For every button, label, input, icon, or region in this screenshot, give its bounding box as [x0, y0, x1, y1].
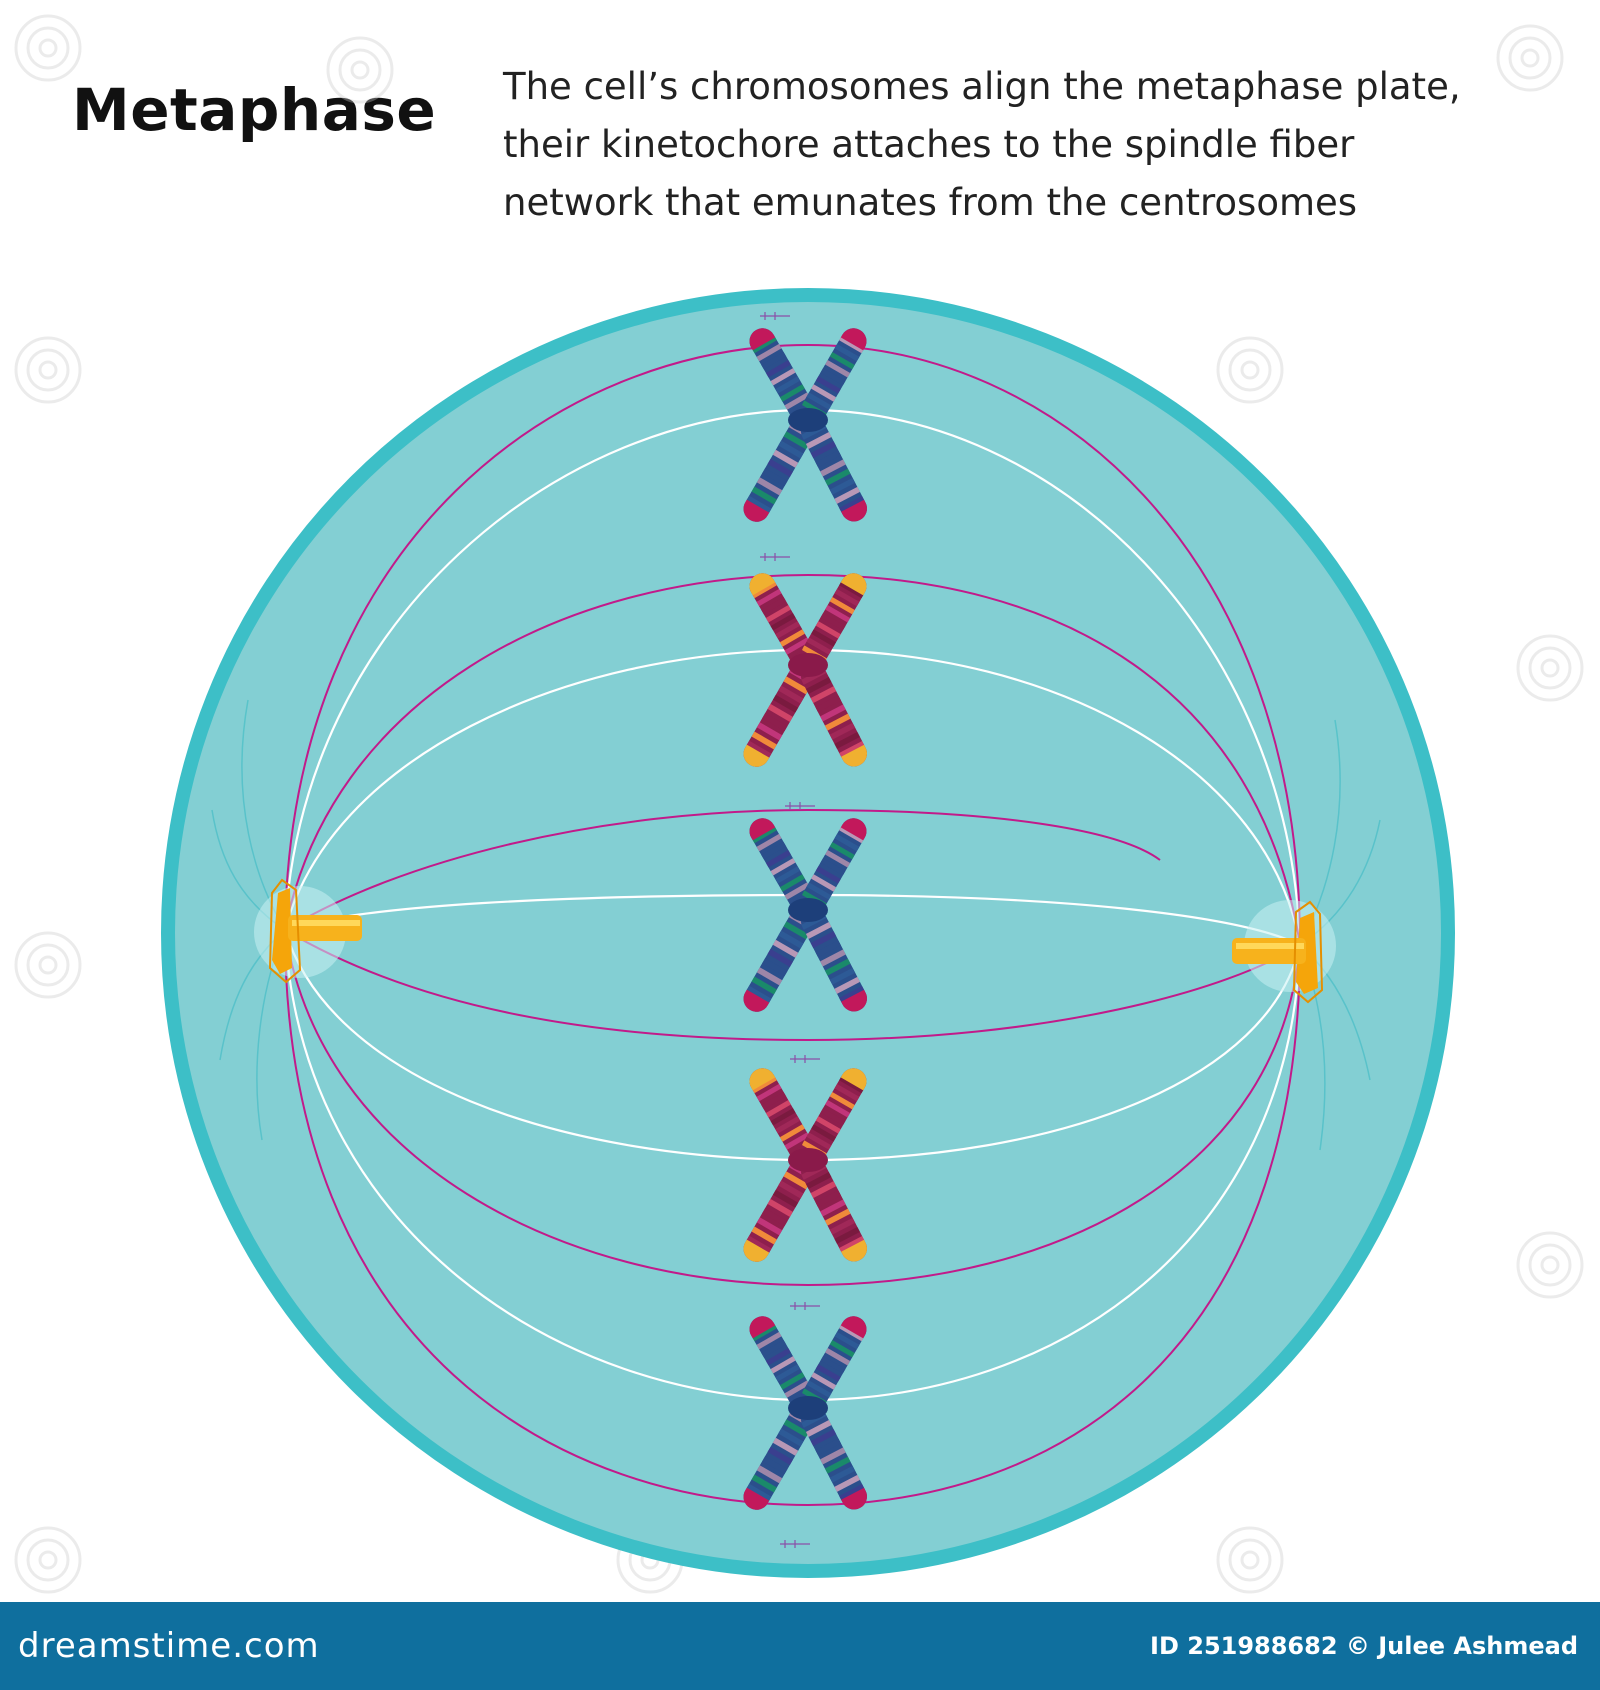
- chromosome: [738, 1311, 872, 1515]
- watermark-logo: [14, 336, 82, 404]
- centromere: [788, 898, 828, 922]
- chromosome: [738, 1063, 872, 1267]
- chromatid-arm: [796, 904, 872, 1016]
- chromatid-arm: [744, 568, 820, 672]
- watermark-logo: [1516, 634, 1584, 702]
- caption-line-3: network that emunates from the centrosom…: [503, 181, 1358, 224]
- metaphase-diagram: [14, 14, 1584, 1594]
- watermark-logo: [14, 14, 82, 82]
- chromatid-arm: [738, 1153, 820, 1267]
- centromere: [788, 653, 828, 677]
- centromere: [788, 1148, 828, 1172]
- watermark-logo: [1216, 336, 1284, 404]
- footer-credit: ID 251988682 © Julee Ashmead: [1150, 1632, 1578, 1660]
- chromosome: [738, 323, 872, 527]
- chromatid-arm: [796, 1311, 872, 1415]
- centromere: [788, 408, 828, 432]
- footer-brand[interactable]: dreamstime.com: [18, 1626, 320, 1666]
- watermark-logo: [1516, 1231, 1584, 1299]
- chromosome: [738, 568, 872, 772]
- watermark-logo: [14, 1526, 82, 1594]
- kinetochore-marks: [760, 312, 820, 1548]
- diagram-title: Metaphase: [72, 76, 437, 144]
- centrosome-right: [1232, 900, 1336, 1004]
- chromatid-arm: [744, 1311, 820, 1415]
- chromatid-arm: [744, 813, 820, 917]
- caption-line-1: The cell’s chromosomes align the metapha…: [503, 65, 1461, 108]
- chromosomes: [738, 323, 872, 1515]
- chromatid-arm: [796, 1402, 872, 1514]
- footer-bar: dreamstime.com ID 251988682 © Julee Ashm…: [0, 1602, 1600, 1690]
- chromosome: [738, 813, 872, 1017]
- watermark-logo: [1496, 24, 1564, 92]
- caption: The cell’s chromosomes align the metapha…: [503, 58, 1503, 232]
- chromatid-arm: [744, 1063, 820, 1167]
- chromatid-arm: [796, 1063, 872, 1167]
- centromere: [788, 1396, 828, 1420]
- caption-line-2: their kinetochore attaches to the spindl…: [503, 123, 1355, 166]
- chromatid-arm: [738, 413, 820, 527]
- watermark-logo: [1216, 1526, 1284, 1594]
- centrosome-left: [254, 878, 362, 984]
- watermark-logo: [14, 931, 82, 999]
- watermark-logo: [326, 36, 394, 104]
